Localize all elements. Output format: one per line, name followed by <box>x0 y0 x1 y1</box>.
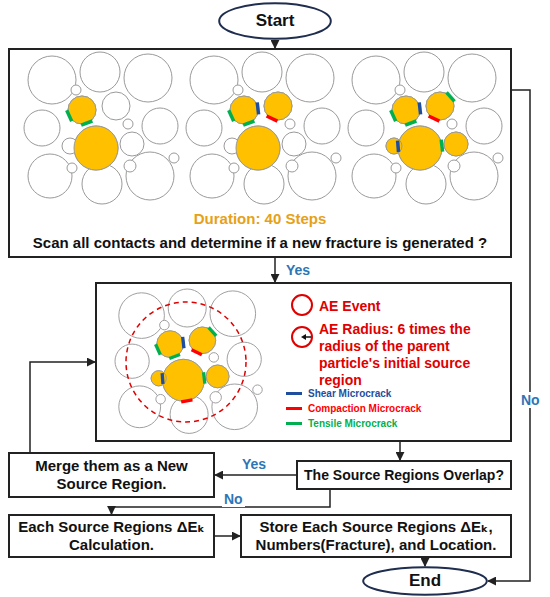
legend-swatch <box>286 392 302 395</box>
flow-connector <box>30 362 95 452</box>
edge-label: Yes <box>240 456 268 472</box>
node-text: Scan all contacts and determine if a new… <box>10 234 510 252</box>
terminal-ellipse <box>363 567 487 595</box>
node-text: AE Radius: 6 times the radius of the par… <box>319 321 505 389</box>
end-terminal: End <box>362 566 488 596</box>
node-text: The Source Regions Overlap? <box>304 467 504 484</box>
flow-connector <box>274 258 276 282</box>
overlap-decision-box: The Source Regions Overlap? <box>296 460 512 490</box>
legend-swatch <box>286 407 302 410</box>
flow-connector <box>112 490 331 514</box>
flow-connector <box>274 40 276 48</box>
flow-connector <box>399 442 401 460</box>
calculation-box: Each Source Regions ΔEₖ Calculation. <box>8 514 215 558</box>
flow-connector <box>215 535 240 537</box>
node-text: Start <box>256 11 295 31</box>
terminal-ellipse <box>219 3 331 39</box>
store-box: Store Each Source Regions ΔEₖ, Numbers(F… <box>240 514 512 558</box>
node-text: Merge them as a New Source Region. <box>16 457 207 493</box>
edge-label: No <box>519 392 542 408</box>
node-text: Store Each Source Regions ΔEₖ, Numbers(F… <box>248 518 504 554</box>
legend-text: Shear Microcrack <box>308 388 391 400</box>
flow-connector <box>215 474 296 476</box>
edge-label: No <box>222 491 245 507</box>
node-text: End <box>409 571 441 591</box>
legend-swatch <box>286 422 302 425</box>
legend-text: Tensile Microcrack <box>308 418 397 430</box>
flow-connector <box>424 558 426 566</box>
edge-label: Yes <box>284 262 312 278</box>
start-terminal: Start <box>218 2 332 40</box>
merge-process-box: Merge them as a New Source Region. <box>8 452 215 498</box>
flow-connector <box>488 90 530 581</box>
node-text: AE Event <box>319 298 499 315</box>
legend-text: Compaction Microcrack <box>308 403 421 415</box>
node-text: Duration: 40 Steps <box>10 210 510 228</box>
scan-process-box: Duration: 40 StepsScan all contacts and … <box>8 48 512 258</box>
ae-event-box: AE Event AE Radius: 6 times the radius of… <box>95 282 512 442</box>
node-text: Each Source Regions ΔEₖ Calculation. <box>16 518 207 554</box>
